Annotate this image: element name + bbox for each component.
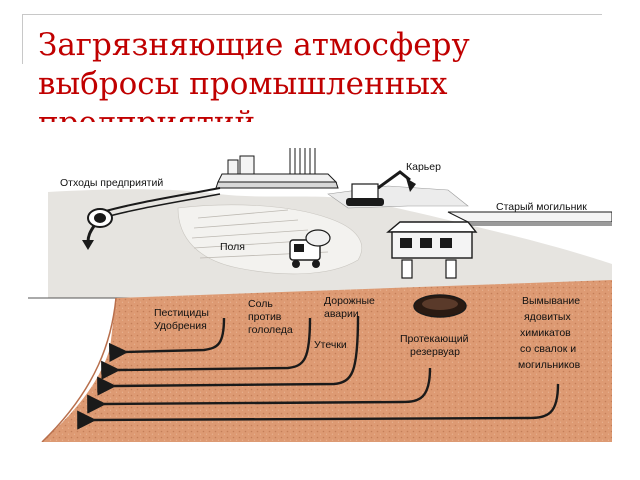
slide-frame-top [22,14,602,15]
soil-cross-section [42,280,612,442]
diagram-svg: Отходы предприятий Карьер Старый могильн… [28,148,612,442]
slide-frame-left [22,14,23,64]
label-washout-5: могильников [518,359,581,371]
flow-arrow-reservoir [87,367,432,414]
label-washout-4: со свалок и [520,343,576,355]
label-old-burial: Старый могильник [496,201,587,213]
flow-arrow-pesticides [108,317,226,363]
label-salt-2: против [248,311,282,323]
label-salt-1: Соль [248,298,273,310]
label-fields: Поля [220,241,245,253]
label-washout-2: ядовитых [524,311,571,323]
flow-arrow-accidents [97,315,360,396]
label-leaks: Утечки [314,339,347,351]
old-burial-ground [447,211,612,226]
label-pesticides-2: Удобрения [154,320,207,332]
label-waste: Отходы предприятий [60,177,163,189]
flow-arrows [77,315,560,430]
waste-pipe [82,187,221,250]
flow-arrow-salt [101,317,312,380]
slide-title: Загрязняющие атмосферу выбросы промышлен… [38,27,470,122]
label-accidents-2: аварии [324,308,359,320]
factory [215,148,339,189]
leaking-reservoir [413,294,467,318]
gas-station [386,221,478,279]
label-salt-3: гололеда [248,324,293,336]
soil-cross-section-edge [41,297,117,442]
field-rows [191,209,329,259]
excavator [327,170,469,209]
tanker-truck [289,229,331,268]
pollution-diagram: Отходы предприятий Карьер Старый могильн… [28,148,612,442]
label-tank-1: Протекающий [400,333,469,345]
label-quarry: Карьер [406,161,441,173]
label-accidents-1: Дорожные [324,295,375,307]
flow-arrow-washout [77,383,560,430]
label-washout-1: Вымывание [522,295,580,307]
label-tank-2: резервуар [410,346,460,358]
label-washout-3: химикатов [520,327,571,339]
label-pesticides-1: Пестициды [154,307,209,319]
